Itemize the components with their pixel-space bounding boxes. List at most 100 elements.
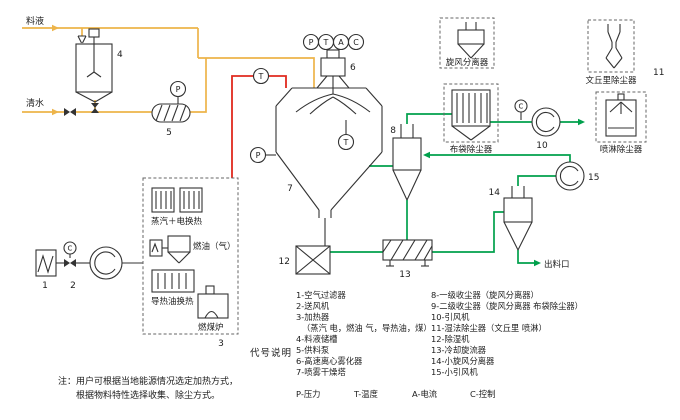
number-6: 6 (350, 63, 356, 73)
number-1: 1 (42, 281, 48, 291)
bag-filter-label: 布袋除尘器 (450, 144, 493, 155)
clean-water-label: 清水 (26, 97, 44, 109)
instrument-c: C (353, 38, 359, 47)
legend-item: 13-冷却旋流器 (431, 345, 487, 355)
legend-title: 代号说明 (250, 347, 292, 359)
legend-item: 6-高速离心雾化器 (296, 356, 363, 366)
legend-item: 3-加热器 (296, 312, 330, 322)
tank-outlet-valve-icon (91, 103, 99, 113)
svg-text:P: P (256, 151, 261, 160)
bag-filter-icon (443, 83, 499, 143)
legend-item: （蒸汽 电，燃油 气，导热油，煤） (302, 323, 432, 333)
pressure-gauge-tower: P (249, 146, 267, 164)
small-cyclone-icon (503, 186, 533, 251)
number-12: 12 (279, 257, 290, 267)
water-valve-icon (64, 108, 76, 116)
number-10: 10 (536, 141, 548, 151)
number-7: 7 (287, 184, 293, 194)
instrument-t: T (323, 38, 329, 47)
alt-cyclone-icon (439, 17, 495, 69)
legend-left-column: 1-空气过滤器 2-送风机 3-加热器 （蒸汽 电，燃油 气，导热油，煤） 4-… (296, 290, 432, 377)
number-4: 4 (117, 50, 123, 60)
note-line-1: 注：用户可根据当地能源情况选定加热方式， (58, 375, 238, 387)
blower-fan-icon (89, 246, 123, 280)
control-instrument-fan10: C (514, 99, 528, 113)
spray-scrubber-icon (595, 91, 647, 143)
number-2: 2 (70, 281, 76, 291)
abbr-control: C-控制 (470, 389, 495, 399)
abbr-current: A-电流 (412, 389, 437, 399)
discharge-port-label: 出料口 (544, 259, 570, 270)
venturi-scrubber-icon (587, 19, 635, 73)
instrument-a: A (338, 38, 344, 47)
spray-tower-icon (275, 87, 383, 218)
number-3: 3 (218, 339, 224, 349)
oil-gas-burner-icon (149, 235, 191, 264)
legend-item: 1-空气过滤器 (296, 290, 346, 300)
oil-gas-label: 燃油（气） (193, 241, 236, 252)
pressure-gauge-pump: P (169, 80, 187, 98)
abbr-temperature: T-温度 (353, 389, 378, 399)
dehumidifier-icon (295, 245, 331, 275)
number-11: 11 (653, 68, 664, 78)
svg-text:T: T (258, 72, 264, 81)
legend-item: 15-小引风机 (431, 367, 478, 377)
legend-item: 9-二级收尘器（旋风分离器 布袋除尘器） (431, 301, 583, 311)
legend-item: 12-除湿机 (431, 334, 470, 344)
small-fan-icon (555, 161, 585, 191)
ptac-instrument-group: P T A C (302, 33, 365, 51)
thermal-oil-heater-icon (151, 269, 195, 293)
legend-item: 10-引风机 (431, 312, 470, 322)
abbr-pressure: P-压力 (296, 389, 320, 399)
air-pipe-lines (56, 96, 522, 264)
legend-abbreviations: P-压力 T-温度 A-电流 C-控制 (296, 389, 495, 399)
cyclone-separator-label: 旋风分离器 (446, 57, 489, 68)
number-8: 8 (390, 126, 396, 136)
feed-pipe-lines (22, 24, 315, 116)
svg-text:C: C (68, 245, 73, 253)
water-arrow (52, 108, 59, 116)
svg-text:P: P (176, 85, 181, 94)
exhaust-pipe-lines (330, 113, 585, 267)
legend-right-column: 8-一级收尘器（旋风分离器） 9-二级收尘器（旋风分离器 布袋除尘器） 10-引… (431, 290, 583, 377)
legend-item: 14-小旋风分离器 (431, 356, 495, 366)
atomizer-icon (316, 49, 350, 94)
instrument-p: P (309, 38, 314, 47)
coal-furnace-label: 燃煤炉 (198, 322, 224, 333)
venturi-scrubber-label: 文丘里除尘器 (585, 75, 637, 86)
air-damper-valve-icon (64, 259, 76, 267)
legend-item: 8-一级收尘器（旋风分离器） (431, 290, 539, 300)
feed-pump-icon (151, 103, 191, 123)
steam-electric-label: 蒸汽＋电换热 (151, 216, 203, 227)
cooler-icon (382, 239, 433, 267)
svg-text:C: C (519, 103, 524, 111)
spray-scrubber-label: 喷淋除尘器 (600, 144, 643, 155)
temperature-gauge-tower: T (337, 133, 355, 151)
exhaust-arrow (578, 118, 585, 126)
legend-item: 11-湿法除尘器（文丘里 喷淋） (431, 323, 547, 333)
legend-item: 4-料液储槽 (296, 334, 337, 344)
legend-item: 7-喷雾干燥塔 (296, 367, 346, 377)
control-instrument-damper: C (63, 241, 77, 255)
thermal-oil-label: 导热油换热 (151, 296, 194, 307)
induced-fan-icon (531, 107, 561, 137)
feed-arrow (52, 24, 59, 32)
svg-text:T: T (343, 138, 349, 147)
number-5: 5 (166, 128, 172, 138)
number-15: 15 (588, 173, 599, 183)
feed-tank-icon (75, 28, 113, 103)
cyclone-8-icon (392, 124, 422, 201)
number-14: 14 (489, 188, 501, 198)
number-13: 13 (399, 270, 410, 280)
recycle-arrow (423, 151, 430, 159)
discharge-arrow (534, 259, 541, 267)
air-filter-icon (35, 249, 57, 277)
legend-item: 5-供料泵 (296, 345, 329, 355)
coal-furnace-icon (197, 285, 229, 319)
legend-item: 2-送风机 (296, 301, 330, 311)
steam-electric-heater-icon (151, 187, 203, 213)
feed-liquid-label: 料液 (26, 15, 44, 27)
note-line-2: 根据物料特性选择收集、除尘方式。 (76, 389, 220, 401)
